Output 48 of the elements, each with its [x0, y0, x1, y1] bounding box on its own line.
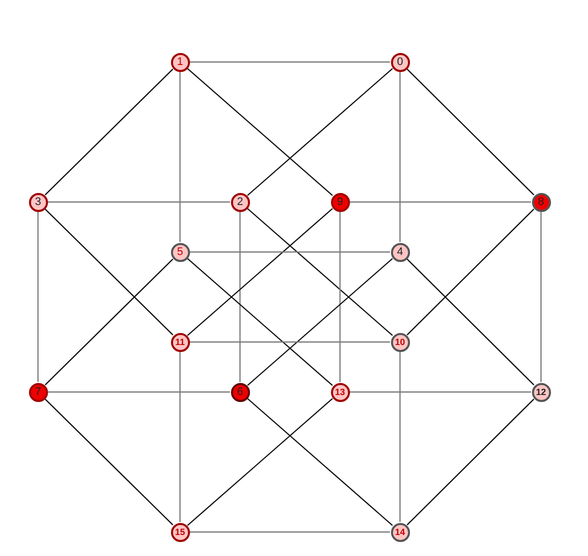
vertex-circle: 10 — [390, 332, 410, 352]
edge-line — [187, 258, 333, 386]
edge-line — [339, 212, 341, 382]
vertex-circle: 5 — [170, 242, 190, 262]
vertex-circle: 14 — [390, 522, 410, 542]
vertex-circle: 9 — [330, 192, 350, 212]
edge-line — [187, 208, 333, 336]
edge-line — [406, 398, 534, 526]
edge-line — [350, 391, 531, 393]
edge-line — [540, 212, 542, 382]
vertex-circle: 4 — [390, 242, 410, 262]
edge-line — [44, 258, 174, 386]
edge-line — [190, 531, 390, 533]
vertex-circle: 8 — [532, 192, 550, 212]
vertex-circle: 11 — [170, 332, 190, 352]
vertex-circle: 7 — [28, 382, 48, 402]
edge-line — [48, 391, 230, 393]
edge-line — [350, 201, 531, 203]
edge-line — [247, 68, 393, 196]
vertex-circle: 2 — [230, 192, 250, 212]
edge-line — [239, 212, 241, 382]
edge-line — [190, 61, 390, 63]
edge-line — [37, 212, 39, 382]
edge-line — [187, 68, 333, 196]
edge-line — [44, 208, 174, 336]
edge-line — [179, 352, 181, 522]
edge-line — [247, 258, 393, 386]
vertex-circle: 3 — [28, 192, 48, 212]
vertex-circle: 13 — [330, 382, 350, 402]
edge-line — [406, 68, 534, 196]
edge-line — [406, 208, 534, 336]
vertex-circle: 15 — [170, 522, 190, 542]
edge-line — [247, 208, 393, 336]
vertex-circle: 1 — [170, 52, 190, 72]
edge-line — [187, 398, 333, 526]
edge-line — [44, 398, 174, 526]
vertex-circle: 0 — [390, 52, 410, 72]
edge-line — [44, 68, 174, 196]
edge-line — [179, 72, 181, 242]
edge-line — [399, 352, 401, 522]
edge-line — [399, 72, 401, 242]
vertex-circle: 12 — [532, 382, 550, 402]
edge-line — [190, 251, 390, 253]
edge-line — [406, 258, 534, 386]
edge-line — [190, 341, 390, 343]
vertex-circle: 6 — [230, 382, 250, 402]
edge-line — [48, 201, 230, 203]
edge-line — [247, 398, 393, 526]
